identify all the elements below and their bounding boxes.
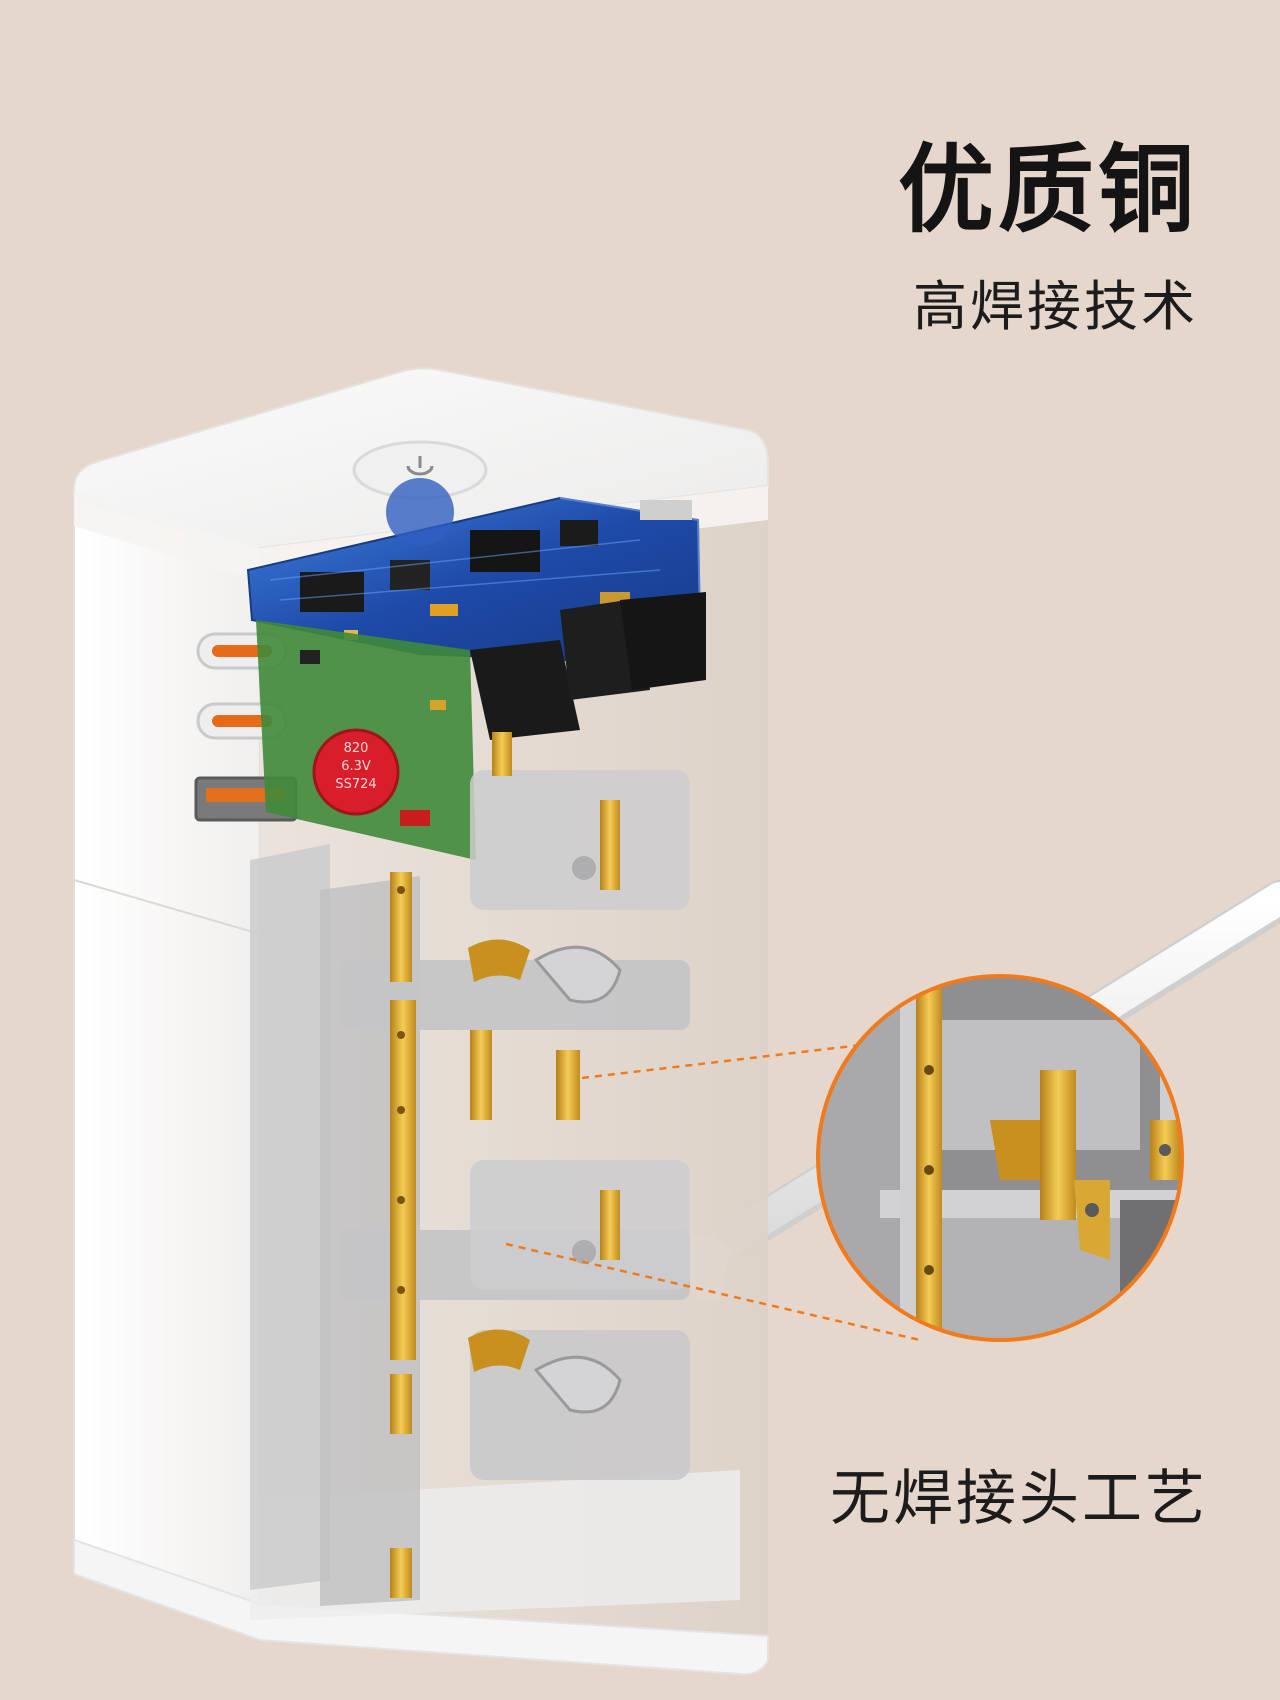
capacitor-line-1: 820 (344, 741, 369, 756)
power-button (352, 440, 488, 500)
power-icon (406, 456, 434, 476)
relay-blocks (470, 592, 706, 740)
magnifier-circle (816, 974, 1184, 1342)
subheadline: 高焊接技术 (913, 275, 1198, 338)
capacitor: 820 6.3V SS724 (312, 728, 400, 816)
capacitor-line-3: SS724 (335, 777, 376, 792)
brass-conductors (390, 732, 620, 1598)
capacitor-line-2: 6.3V (341, 759, 371, 774)
headline: 优质铜 (898, 134, 1198, 246)
callout-label: 无焊接头工艺 (830, 1464, 1208, 1534)
